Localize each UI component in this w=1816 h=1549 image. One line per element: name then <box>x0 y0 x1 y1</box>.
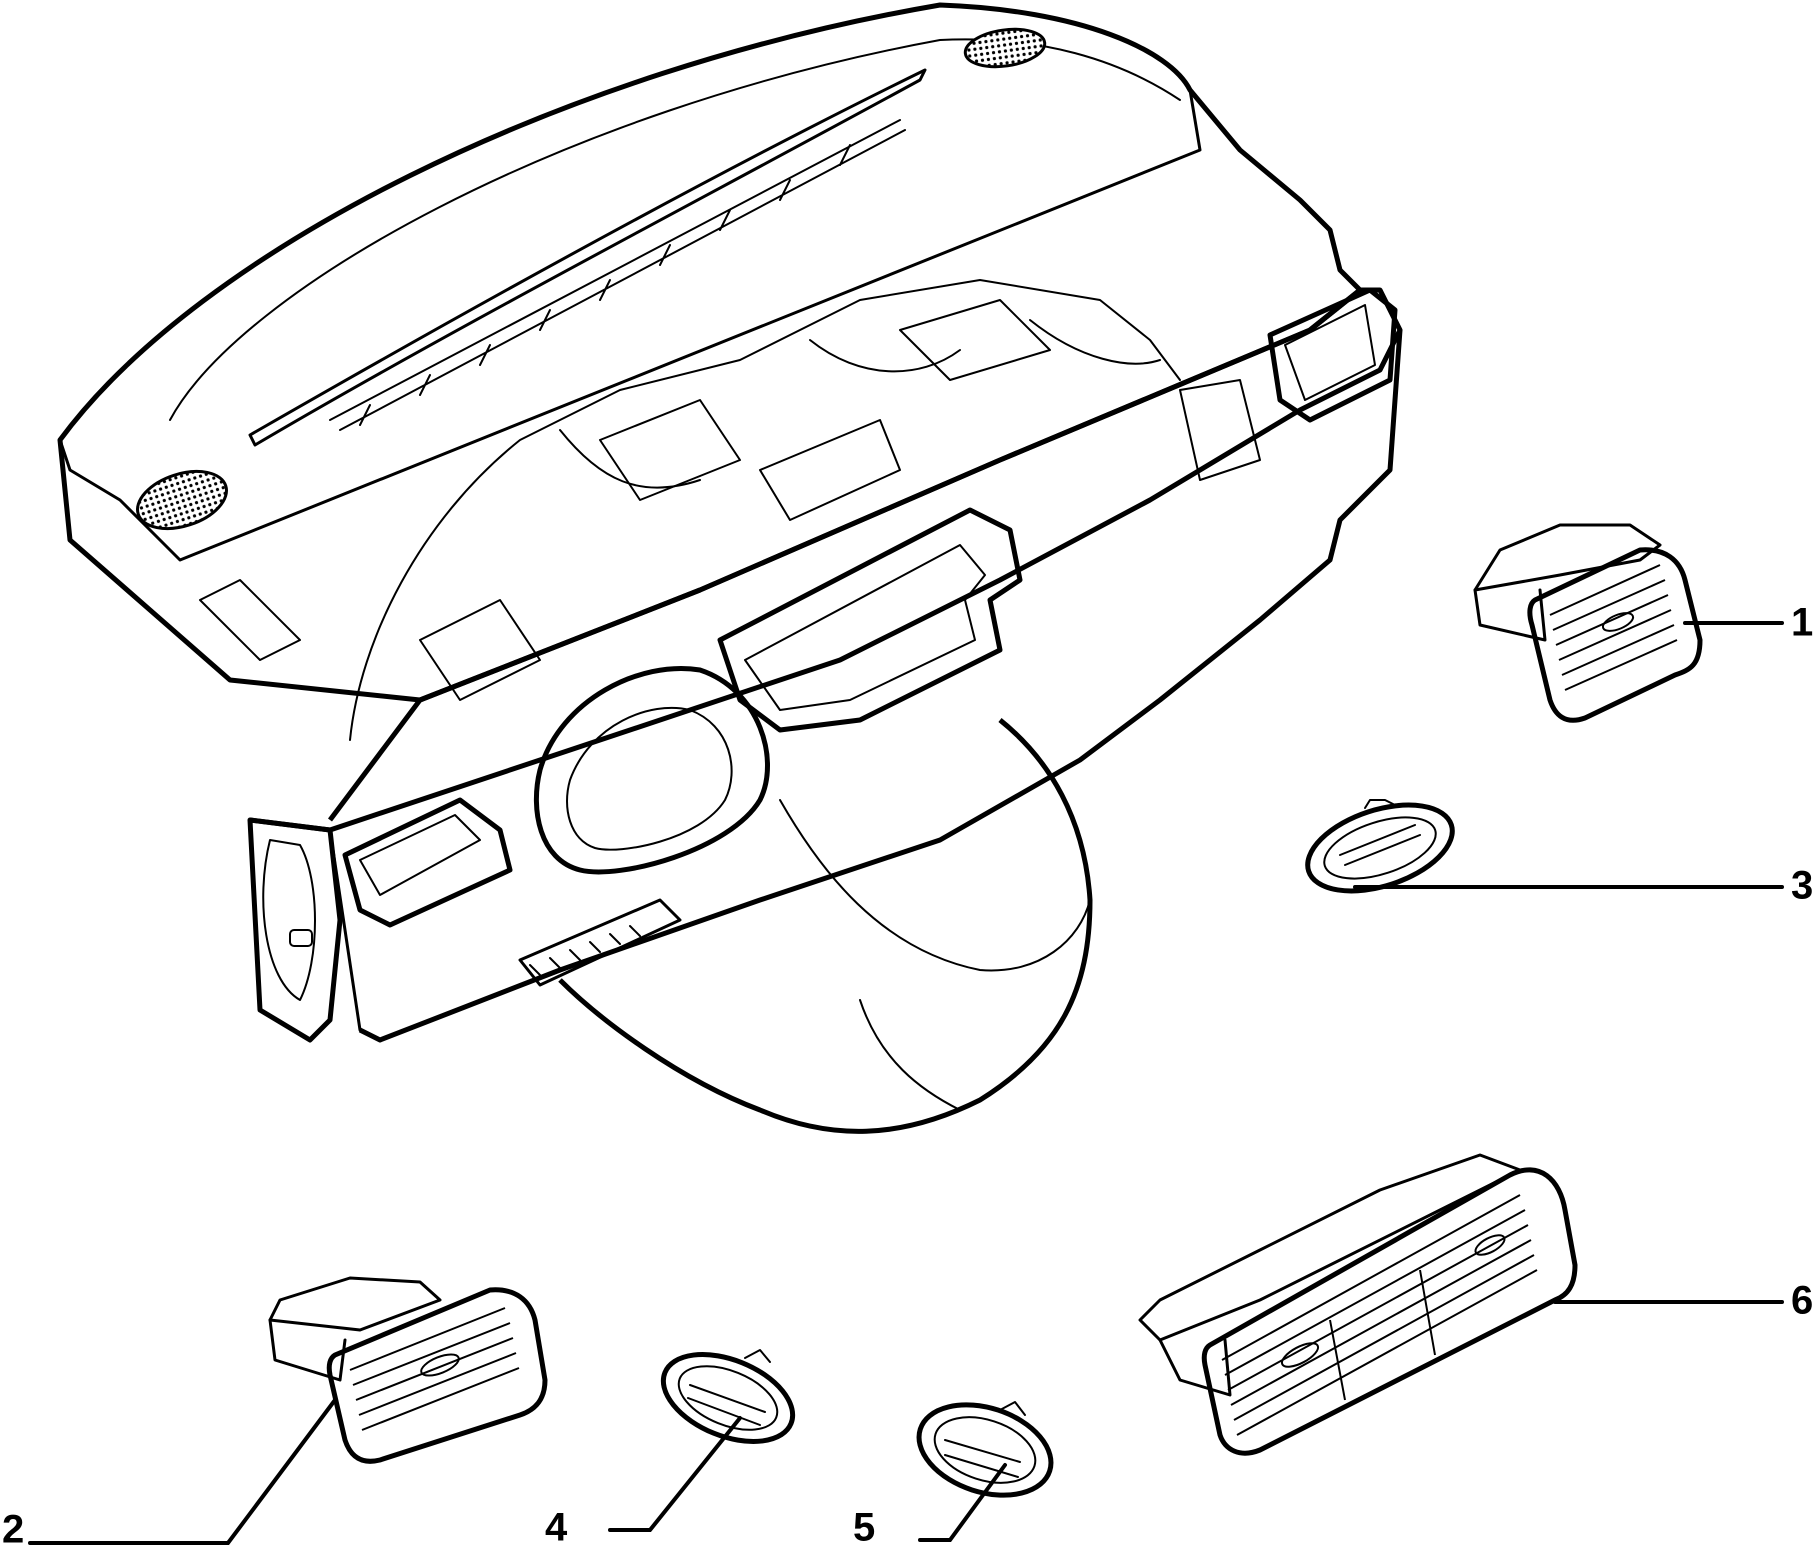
left-panel-vent-opening <box>342 797 513 928</box>
top-cover-front-edge <box>58 88 1202 562</box>
centre-stack-opening <box>717 507 1023 733</box>
instrument-cluster-opening <box>533 666 770 875</box>
defrost-vent-strip <box>329 119 906 431</box>
inner-frame-structure <box>199 279 1261 741</box>
leader-5 <box>918 1463 1007 1542</box>
centre-console-lower <box>558 718 1093 1134</box>
top-cover-crest <box>169 38 1181 421</box>
dashboard-assembly <box>57 2 1403 1134</box>
callout-4: 4 <box>545 1506 568 1549</box>
callout-1: 1 <box>1791 601 1813 645</box>
part-4-round-vent <box>660 1349 796 1444</box>
left-speaker-grille <box>136 469 228 531</box>
right-panel-vent-opening <box>1267 287 1398 423</box>
callout-6: 6 <box>1791 1279 1813 1323</box>
callout-5: 5 <box>853 1506 875 1549</box>
leader-4 <box>608 1416 742 1532</box>
defrost-slot <box>248 68 927 447</box>
part-1-side-air-vent <box>1473 523 1703 723</box>
part-6-centre-air-vent <box>1138 1153 1578 1456</box>
part-5-round-vent <box>916 1401 1054 1498</box>
lower-fascia <box>358 329 1403 1043</box>
callout-2: 2 <box>2 1508 24 1549</box>
dashboard-top-cover <box>57 2 1363 703</box>
callout-3: 3 <box>1791 864 1813 908</box>
part-2-side-air-vent <box>268 1276 548 1464</box>
leader-2 <box>28 1398 337 1545</box>
part-3-round-vent <box>1305 799 1455 894</box>
right-speaker-grille <box>963 27 1047 69</box>
leader-lines <box>28 621 1784 1545</box>
